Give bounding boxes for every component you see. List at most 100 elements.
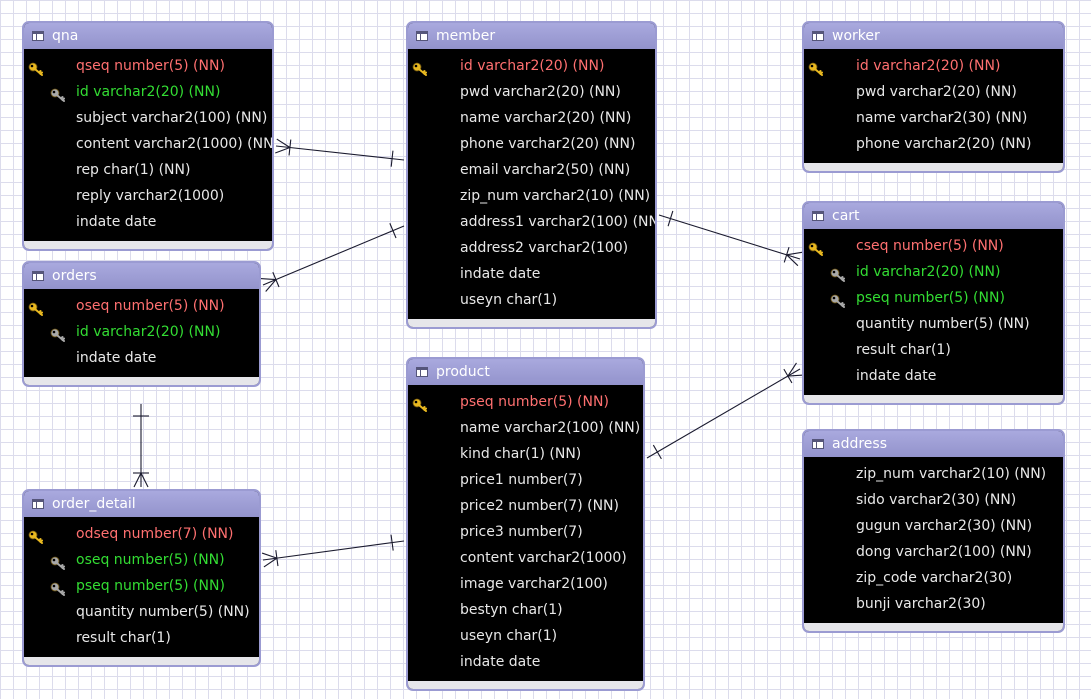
column-row[interactable]: address2 varchar2(100) [408,235,655,261]
column-row[interactable]: price1 number(7) [408,467,643,493]
table-header[interactable]: worker [804,23,1063,49]
column-row[interactable]: quantity number(5) (NN) [24,599,259,625]
column-text: cseq number(5) (NN) [856,238,1004,254]
table-icon [812,439,824,449]
table-name: orders [52,268,97,284]
column-row[interactable]: bunji varchar2(30) [804,591,1063,617]
table-header[interactable]: address [804,431,1063,457]
column-text: dong varchar2(100) (NN) [856,544,1032,560]
relationship-member-orders[interactable] [260,223,405,292]
table-footer [804,163,1063,171]
key-icon [412,395,430,421]
column-row[interactable]: name varchar2(20) (NN) [408,105,655,131]
column-text: zip_num varchar2(10) (NN) [856,466,1047,482]
column-text: price3 number(7) [460,524,583,540]
column-row[interactable]: subject varchar2(100) (NN) [24,105,272,131]
column-text: qseq number(5) (NN) [76,58,225,74]
column-row[interactable]: indate date [804,363,1063,389]
column-row[interactable]: indate date [24,209,272,235]
column-row[interactable]: sido varchar2(30) (NN) [804,487,1063,513]
column-row[interactable]: price3 number(7) [408,519,643,545]
column-text: odseq number(7) (NN) [76,526,234,542]
table-icon [32,499,44,509]
fk-key-icon [50,579,68,605]
column-row[interactable]: result char(1) [804,337,1063,363]
column-text: sido varchar2(30) (NN) [856,492,1017,508]
column-text: phone varchar2(20) (NN) [856,136,1032,152]
table-worker[interactable]: worker id varchar2(20) (NN)pwd varchar2(2… [802,21,1065,173]
column-row[interactable]: qseq number(5) (NN) [24,53,272,79]
column-text: oseq number(5) (NN) [76,552,225,568]
column-row[interactable]: bestyn char(1) [408,597,643,623]
column-text: zip_code varchar2(30) [856,570,1013,586]
column-row[interactable]: odseq number(7) (NN) [24,521,259,547]
column-row[interactable]: indate date [408,649,643,675]
column-row[interactable]: content varchar2(1000) [408,545,643,571]
column-row[interactable]: pwd varchar2(20) (NN) [408,79,655,105]
column-row[interactable]: address1 varchar2(100) (NN) [408,209,655,235]
column-row[interactable]: id varchar2(20) (NN) [24,79,272,105]
table-header[interactable]: order_detail [24,491,259,517]
column-row[interactable]: id varchar2(20) (NN) [24,319,259,345]
column-row[interactable]: kind char(1) (NN) [408,441,643,467]
column-row[interactable]: rep char(1) (NN) [24,157,272,183]
column-row[interactable]: phone varchar2(20) (NN) [804,131,1063,157]
table-cart[interactable]: cart cseq number(5) (NN) id varchar2(20) (… [802,201,1065,405]
column-row[interactable]: result char(1) [24,625,259,651]
column-row[interactable]: email varchar2(50) (NN) [408,157,655,183]
column-row[interactable]: gugun varchar2(30) (NN) [804,513,1063,539]
relationship-member-cart[interactable] [658,210,803,267]
column-text: price2 number(7) (NN) [460,498,619,514]
table-footer [24,377,259,385]
column-text: name varchar2(30) (NN) [856,110,1028,126]
column-row[interactable]: zip_num varchar2(10) (NN) [408,183,655,209]
table-member[interactable]: member id varchar2(20) (NN)pwd varchar2(2… [406,21,657,329]
column-row[interactable]: id varchar2(20) (NN) [804,53,1063,79]
column-row[interactable]: pwd varchar2(20) (NN) [804,79,1063,105]
table-icon [32,31,44,41]
table-header[interactable]: cart [804,203,1063,229]
relationship-product-order-detail[interactable] [261,534,405,568]
table-qna[interactable]: qna qseq number(5) (NN) id varchar2(20) (N… [22,21,274,251]
fk-key-icon [50,325,68,351]
column-row[interactable]: phone varchar2(20) (NN) [408,131,655,157]
table-orders[interactable]: orders oseq number(5) (NN)id varchar2(20)… [22,261,261,387]
column-text: image varchar2(100) [460,576,608,592]
table-header[interactable]: member [408,23,655,49]
column-row[interactable]: zip_num varchar2(10) (NN) [804,461,1063,487]
table-header[interactable]: qna [24,23,272,49]
column-row[interactable]: reply varchar2(1000) [24,183,272,209]
column-row[interactable]: pseq number(5) (NN) [804,285,1063,311]
column-row[interactable]: content varchar2(1000) (NN) [24,131,272,157]
column-row[interactable]: indate date [408,261,655,287]
relationship-orders-order-detail[interactable] [133,404,149,488]
table-product[interactable]: product pseq number(5) (NN) name varchar2(… [406,357,645,691]
column-row[interactable]: id varchar2(20) (NN) [408,53,655,79]
column-row[interactable]: quantity number(5) (NN) [804,311,1063,337]
relationship-product-cart[interactable] [646,362,804,460]
column-row[interactable]: pseq number(5) (NN) [408,389,643,415]
column-row[interactable]: name varchar2(100) (NN) [408,415,643,441]
column-row[interactable]: indate date [24,345,259,371]
column-row[interactable]: id varchar2(20) (NN) [804,259,1063,285]
column-row[interactable]: price2 number(7) (NN) [408,493,643,519]
table-address[interactable]: address zip_num varchar2(10) (NN) sido var… [802,429,1065,633]
relationship-member-qna[interactable] [275,138,405,167]
column-row[interactable]: oseq number(5) (NN) [24,547,259,573]
column-text: pseq number(5) (NN) [460,394,609,410]
column-row[interactable]: useyn char(1) [408,287,655,313]
column-row[interactable]: image varchar2(100) [408,571,643,597]
column-row[interactable]: useyn char(1) [408,623,643,649]
table-name: cart [832,208,860,224]
table-header[interactable]: product [408,359,643,385]
table-header[interactable]: orders [24,263,259,289]
column-row[interactable]: cseq number(5) (NN) [804,233,1063,259]
column-row[interactable]: zip_code varchar2(30) [804,565,1063,591]
column-row[interactable]: name varchar2(30) (NN) [804,105,1063,131]
column-row[interactable]: oseq number(5) (NN) [24,293,259,319]
column-text: kind char(1) (NN) [460,446,582,462]
column-row[interactable]: dong varchar2(100) (NN) [804,539,1063,565]
column-row[interactable]: pseq number(5) (NN) [24,573,259,599]
